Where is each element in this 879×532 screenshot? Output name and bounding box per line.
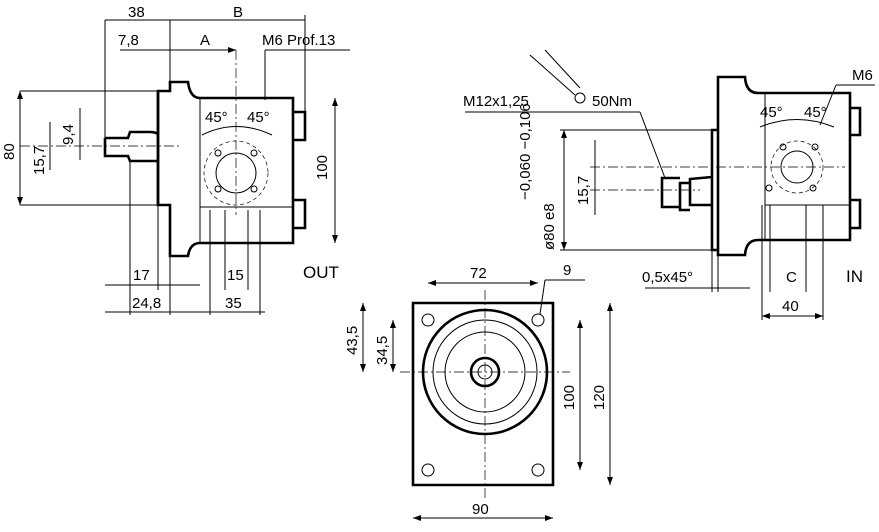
dim-100: 100 bbox=[314, 155, 331, 180]
dim-m6: M6 bbox=[852, 67, 873, 84]
dim-a: A bbox=[200, 32, 210, 49]
port-bolts bbox=[293, 110, 307, 230]
dim-15-7-in: 15,7 bbox=[575, 176, 592, 205]
dim-34-5: 34,5 bbox=[374, 336, 391, 365]
angle-in-1: 45° bbox=[760, 104, 783, 121]
port-label-in: IN bbox=[846, 267, 863, 286]
dim-9: 9 bbox=[563, 262, 571, 279]
dim-c: C bbox=[786, 269, 797, 286]
dim-35: 35 bbox=[225, 295, 242, 312]
shaft-out bbox=[103, 130, 159, 163]
dim-100-front: 100 bbox=[561, 385, 578, 410]
dim-7-8: 7,8 bbox=[118, 32, 139, 49]
wrench-icon bbox=[529, 49, 581, 96]
dim-chamfer: 0,5x45° bbox=[642, 269, 693, 286]
dim-15: 15 bbox=[227, 267, 244, 284]
side-view-in: M12x1,25 50Nm −0,060 −0,106 ø80 e8 15,7 … bbox=[463, 49, 875, 320]
flange-plate bbox=[411, 301, 555, 487]
angle-in-2: 45° bbox=[804, 104, 827, 121]
dim-thread: M6 Prof.13 bbox=[262, 32, 335, 49]
dim-17: 17 bbox=[133, 267, 150, 284]
dim-thread-m12: M12x1,25 bbox=[463, 93, 529, 110]
pump-body-out bbox=[156, 80, 295, 258]
dim-b: B bbox=[233, 4, 243, 21]
port-label-out: OUT bbox=[303, 263, 339, 282]
angle-2: 45° bbox=[247, 109, 270, 126]
front-view: 72 9 43,5 34,5 100 120 90 bbox=[344, 262, 613, 521]
shaft-in bbox=[660, 175, 713, 212]
dim-43-5: 43,5 bbox=[344, 326, 361, 355]
dim-40: 40 bbox=[782, 298, 799, 315]
angle-1: 45° bbox=[205, 109, 228, 126]
pump-body-in bbox=[716, 75, 852, 257]
dim-tolerance: −0,060 −0,106 bbox=[517, 103, 534, 200]
torque-label: 50Nm bbox=[592, 93, 632, 110]
dim-9-4: 9,4 bbox=[60, 124, 77, 145]
dim-120: 120 bbox=[591, 385, 608, 410]
dim-38: 38 bbox=[128, 4, 145, 21]
dim-80: 80 bbox=[1, 143, 18, 160]
dim-90: 90 bbox=[472, 501, 489, 518]
side-view-out: 38 B 7,8 A M6 Prof.13 45° 45° 80 15,7 9,… bbox=[1, 4, 350, 315]
dim-24-8: 24,8 bbox=[132, 295, 161, 312]
dim-diameter: ø80 e8 bbox=[541, 203, 558, 250]
dim-15-7: 15,7 bbox=[31, 146, 48, 175]
dim-72: 72 bbox=[470, 265, 487, 282]
